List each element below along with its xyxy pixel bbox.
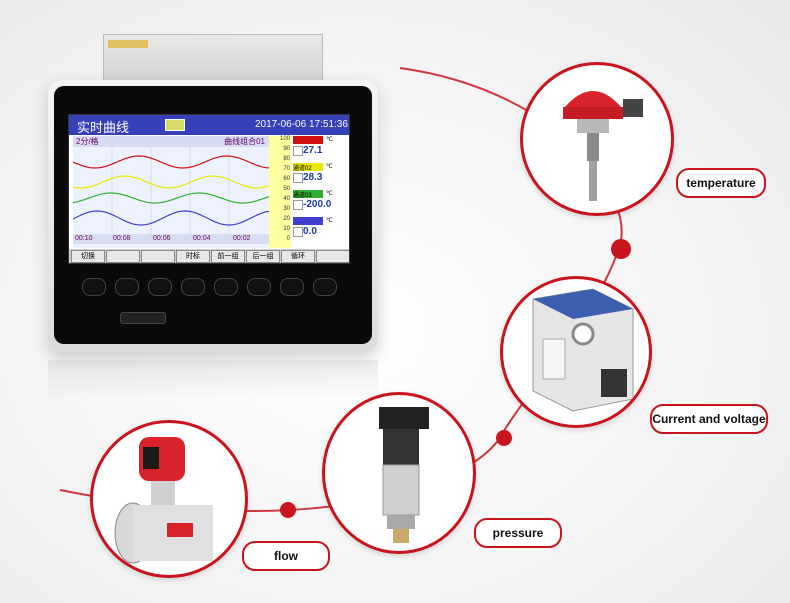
connector-dot <box>611 239 631 259</box>
channel-icon <box>293 227 303 237</box>
trend-curve <box>73 192 269 204</box>
channel-unit: ℃ <box>326 164 333 170</box>
current-voltage-circle <box>500 276 652 428</box>
connector-dot <box>496 430 512 446</box>
scale-tick: 10 <box>283 226 290 232</box>
scale-tick: 0 <box>286 236 290 242</box>
softkey-prev-group[interactable]: 前一组 <box>211 250 245 263</box>
channel-value: 27.1 <box>303 145 323 156</box>
channel-panel: ℃ 27.1 通道02 ℃ 28.3 通道03 ℃ -200.0 ℃ 0.0 <box>293 136 349 248</box>
hardware-button[interactable] <box>181 278 205 296</box>
scale-tick: 80 <box>283 156 290 162</box>
hardware-button[interactable] <box>115 278 139 296</box>
flow-label: flow <box>242 541 330 571</box>
scale-tick: 30 <box>283 206 290 212</box>
channel-4: ℃ 0.0 <box>293 217 349 244</box>
time-tick: 00:06 <box>153 235 171 242</box>
channel-icon <box>293 200 303 210</box>
scale-tick: 100 <box>279 136 290 142</box>
usb-port <box>120 312 166 324</box>
trend-curves <box>73 147 269 234</box>
battery-icon <box>165 119 185 131</box>
scale-tick: 60 <box>283 176 290 182</box>
softkey-cycle[interactable]: 循环 <box>281 250 315 263</box>
connector-dot <box>280 502 296 518</box>
pressure-sensor-icon <box>379 407 429 543</box>
channel-unit: ℃ <box>326 191 333 197</box>
channel-2: 通道02 ℃ 28.3 <box>293 163 349 190</box>
temperature-label: temperature <box>676 168 766 198</box>
softkey-next-group[interactable]: 后一组 <box>246 250 280 263</box>
channel-tag: 通道03 <box>293 190 323 199</box>
screen-date: 2017-06-06 <box>255 119 307 130</box>
interval-label: 2分/格 <box>76 137 99 146</box>
hardware-button[interactable] <box>247 278 271 296</box>
recorder-screen: 实时曲线 2017-06-06 17:51:36 2分/格 曲线组合01 00:… <box>68 114 350 264</box>
softkey-blank[interactable] <box>141 250 175 263</box>
channel-3: 通道03 ℃ -200.0 <box>293 190 349 217</box>
channel-value: -200.0 <box>303 199 332 210</box>
time-tick: 00:02 <box>233 235 251 242</box>
scale-tick: 70 <box>283 166 290 172</box>
scale-tick: 20 <box>283 216 290 222</box>
value-scale: 100 90 80 70 60 50 40 30 20 10 0 <box>269 136 291 248</box>
channel-unit: ℃ <box>326 218 333 224</box>
pressure-label: pressure <box>474 518 562 548</box>
channel-icon <box>293 146 303 156</box>
scale-tick: 50 <box>283 186 290 192</box>
flow-meter-icon <box>114 437 213 564</box>
current-transducer-icon <box>532 288 634 412</box>
hardware-button[interactable] <box>280 278 304 296</box>
hardware-button[interactable] <box>214 278 238 296</box>
hardware-button[interactable] <box>148 278 172 296</box>
screen-title-bar: 实时曲线 2017-06-06 17:51:36 <box>69 115 349 136</box>
channel-value: 28.3 <box>303 172 323 183</box>
trend-curve <box>73 155 269 169</box>
time-axis: 00:10 00:08 00:06 00:04 00:02 <box>73 234 269 244</box>
softkey-blank[interactable] <box>316 250 349 263</box>
hardware-button[interactable] <box>82 278 106 296</box>
channel-tag <box>293 136 323 144</box>
pressure-sensor-circle <box>322 392 476 554</box>
scale-tick: 40 <box>283 196 290 202</box>
channel-tag <box>293 217 323 225</box>
plot-header: 2分/格 曲线组合01 <box>73 136 269 147</box>
softkey-blank[interactable] <box>106 250 140 263</box>
trend-curve <box>73 210 269 226</box>
trend-plot: 2分/格 曲线组合01 <box>73 136 269 248</box>
time-tick: 00:08 <box>113 235 131 242</box>
softkey-time-mark[interactable]: 时标 <box>176 250 210 263</box>
recorder-reflection <box>48 360 378 400</box>
softkey-switch[interactable]: 切换 <box>71 250 105 263</box>
channel-unit: ℃ <box>326 137 333 143</box>
channel-1: ℃ 27.1 <box>293 136 349 163</box>
screen-time: 17:51:36 <box>309 119 348 130</box>
trend-curve <box>73 175 269 189</box>
flow-meter-circle <box>90 420 248 578</box>
channel-value: 0.0 <box>303 226 317 237</box>
scale-tick: 90 <box>283 146 290 152</box>
hardware-button[interactable] <box>313 278 337 296</box>
channel-icon <box>293 173 303 183</box>
screen-title: 实时曲线 <box>77 121 130 136</box>
current-voltage-label: Current and voltage <box>650 404 768 434</box>
time-tick: 00:10 <box>75 235 93 242</box>
temperature-sensor-circle <box>520 62 674 216</box>
temperature-sensor-icon <box>563 91 643 201</box>
softkey-bar: 切换 时标 前一组 后一组 循环 <box>69 249 349 263</box>
channel-tag: 通道02 <box>293 163 323 172</box>
housing-label <box>108 40 148 48</box>
group-label: 曲线组合01 <box>224 137 265 146</box>
time-tick: 00:04 <box>193 235 211 242</box>
